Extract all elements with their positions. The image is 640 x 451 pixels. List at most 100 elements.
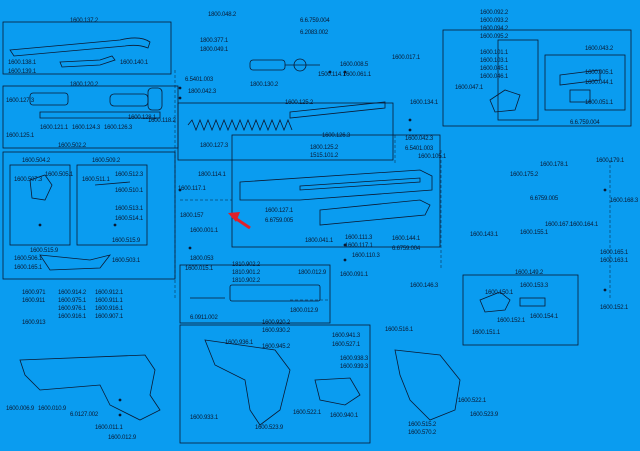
label-1600-936-1: 1600.936.1 xyxy=(225,340,254,346)
label-1600-005-1: 1600.005.1 xyxy=(585,70,614,76)
sub-frame-right-trigger xyxy=(76,164,148,246)
label-1600-042-3: 1600.042.3 xyxy=(405,136,434,142)
label-1600-125-2: 1600.125.2 xyxy=(285,100,314,106)
label-1600-152-1: 1600.152.1 xyxy=(497,318,526,324)
label-1800-125-2: 1800.125.2 xyxy=(310,145,339,151)
label-1600-505-1: 1600.505.1 xyxy=(45,172,74,178)
label-1600-976-1: 1600.976.1 xyxy=(58,306,87,312)
label-1600-128-1: 1600.128.1 xyxy=(128,115,157,121)
label-1800-048-2: 1800.048.2 xyxy=(208,12,237,18)
label-1600-504-2: 1600.504.2 xyxy=(22,158,51,164)
part-piston xyxy=(249,59,286,71)
part-barrel-sleeve xyxy=(29,92,69,106)
group-frame-grip xyxy=(179,324,371,444)
label-1600-178-1: 1600.178.1 xyxy=(540,162,569,168)
part-safety-lever xyxy=(479,291,511,313)
label-1600-971: 1600.971 xyxy=(22,290,46,296)
label-1600-522-1: 1600.522.1 xyxy=(293,410,322,416)
label-1800-127-3: 1800.127.3 xyxy=(200,143,229,149)
part-spring-guide xyxy=(289,101,386,119)
part-trigger-blade xyxy=(39,254,112,271)
part-trigger-guard xyxy=(319,199,431,226)
label-6-6759-004-gate: 6.6.759.004 xyxy=(570,120,600,126)
part-barrel-tube xyxy=(39,111,161,119)
part-sear xyxy=(29,174,53,201)
label-1600-151-1: 1600.151.1 xyxy=(472,330,501,336)
label-1600-012-9: 1600.012.9 xyxy=(108,435,137,441)
part-gate-block xyxy=(569,89,591,103)
label-1600-044-1: 1600.044.1 xyxy=(585,80,614,86)
label-1600-121-1: 1600.121.1 xyxy=(40,125,69,131)
label-1600-523-9: 1600.523.9 xyxy=(255,425,284,431)
label-1600-015-1: 1600.015.1 xyxy=(185,266,214,272)
label-1810-902-2-b: 1810.902.2 xyxy=(232,278,261,284)
highlight-arrow xyxy=(228,212,251,230)
screw-dots xyxy=(38,70,607,417)
part-grip-right xyxy=(394,349,461,421)
label-1600-933-1: 1600.933.1 xyxy=(190,415,219,421)
label-1600-046-1: 1600.046.1 xyxy=(480,74,509,80)
label-1600-179-1: 1600.179.1 xyxy=(596,158,625,164)
part-barrel-muzzle xyxy=(147,87,163,111)
label-1600-127-1: 1600.127.1 xyxy=(265,208,294,214)
label-1600-939-3: 1600.939.3 xyxy=(340,364,369,370)
label-1600-175-2: 1600.175.2 xyxy=(510,172,539,178)
label-1600-527-1: 1600.527.1 xyxy=(332,342,361,348)
label-1600-117-1: 1600.117.1 xyxy=(178,186,206,192)
label-1600-095-2: 1600.095.2 xyxy=(480,34,509,40)
label-6-5401-003: 6.5401.003 xyxy=(185,77,214,83)
label-1600-940-1: 1600.940.1 xyxy=(330,413,359,419)
label-1600-515-9-b: 1600.515.9 xyxy=(112,238,141,244)
label-1600-126-3: 1600.126.3 xyxy=(104,125,133,131)
label-1600-975-1: 1600.975.1 xyxy=(58,298,87,304)
label-1500-114-1: 1500.114.1 xyxy=(318,72,346,78)
label-1800-041-1: 1800.041.1 xyxy=(305,238,334,244)
part-stock-frame xyxy=(19,354,161,421)
label-1600-150-1: 1600.150.1 xyxy=(485,290,514,296)
label-6-0911-002: 6.0911.002 xyxy=(190,315,218,321)
label-1600-110-3: 1600.110.3 xyxy=(352,253,380,259)
label-1600-103-1: 1600.103.1 xyxy=(480,58,509,64)
label-1600-043-2: 1600.043.2 xyxy=(585,46,614,52)
label-1600-506-1: 1600.506.1 xyxy=(14,256,43,262)
label-1600-912-1: 1600.912.1 xyxy=(95,290,124,296)
label-1600-017-1: 1600.017.1 xyxy=(392,55,421,61)
label-1600-117-1-b: 1600.117.1 xyxy=(345,243,373,249)
label-1600-920-2: 1600.920.2 xyxy=(262,320,291,326)
part-rear-sight xyxy=(229,284,321,302)
label-1600-118-2: 1600.118.2 xyxy=(148,118,176,124)
part-gate-pin xyxy=(559,69,601,86)
label-1600-137-2: 1600.137.2 xyxy=(70,18,99,24)
part-receiver-rail xyxy=(299,177,421,191)
label-1800-042-3: 1800.042.3 xyxy=(188,89,217,95)
label-6-6759-004-top: 6.6.759.004 xyxy=(300,18,330,24)
label-1600-167-1: 1600.167.1 xyxy=(545,222,574,228)
group-frame-safety xyxy=(462,274,579,346)
label-1600-138-1: 1600.138.1 xyxy=(8,60,37,66)
label-1800-377-1: 1800.377.1 xyxy=(200,38,229,44)
part-loading-lever xyxy=(489,89,521,113)
label-1600-047-1: 1600.047.1 xyxy=(455,85,484,91)
label-1600-164-1: 1600.164.1 xyxy=(570,222,599,228)
label-1600-507-3: 1600.507.3 xyxy=(14,177,43,183)
label-1600-914-2: 1600.914.2 xyxy=(58,290,87,296)
label-1600-165-1: 1600.165.1 xyxy=(14,265,43,271)
label-1600-916-1-b: 1600.916.1 xyxy=(95,306,124,312)
label-1600-061-1: 1600.061.1 xyxy=(343,72,372,78)
label-1600-516-1: 1600.516.1 xyxy=(385,327,414,333)
label-1600-140-1: 1600.140.1 xyxy=(120,60,149,66)
label-1600-006-9: 1600.006.9 xyxy=(6,406,35,412)
label-1600-941-3: 1600.941.3 xyxy=(332,333,361,339)
label-1600-513-1: 1600.513.1 xyxy=(115,206,144,212)
label-6-0127-002: 6.0127.002 xyxy=(70,412,99,418)
label-1600-146-3: 1600.146.3 xyxy=(410,283,439,289)
label-1600-093-2: 1600.093.2 xyxy=(480,18,509,24)
part-main-spring xyxy=(187,118,293,132)
part-cocking-lever xyxy=(9,37,151,57)
label-1600-091-1: 1600.091.1 xyxy=(340,272,369,278)
label-1600-001-1: 1600.001.1 xyxy=(190,228,219,234)
label-1800-053: 1800.053 xyxy=(190,256,214,262)
label-1600-165-1-b: 1600.165.1 xyxy=(600,250,629,256)
label-1800-049-1: 1800.049.1 xyxy=(200,47,229,53)
label-6-2083-002: 6.2083.002 xyxy=(300,30,329,36)
